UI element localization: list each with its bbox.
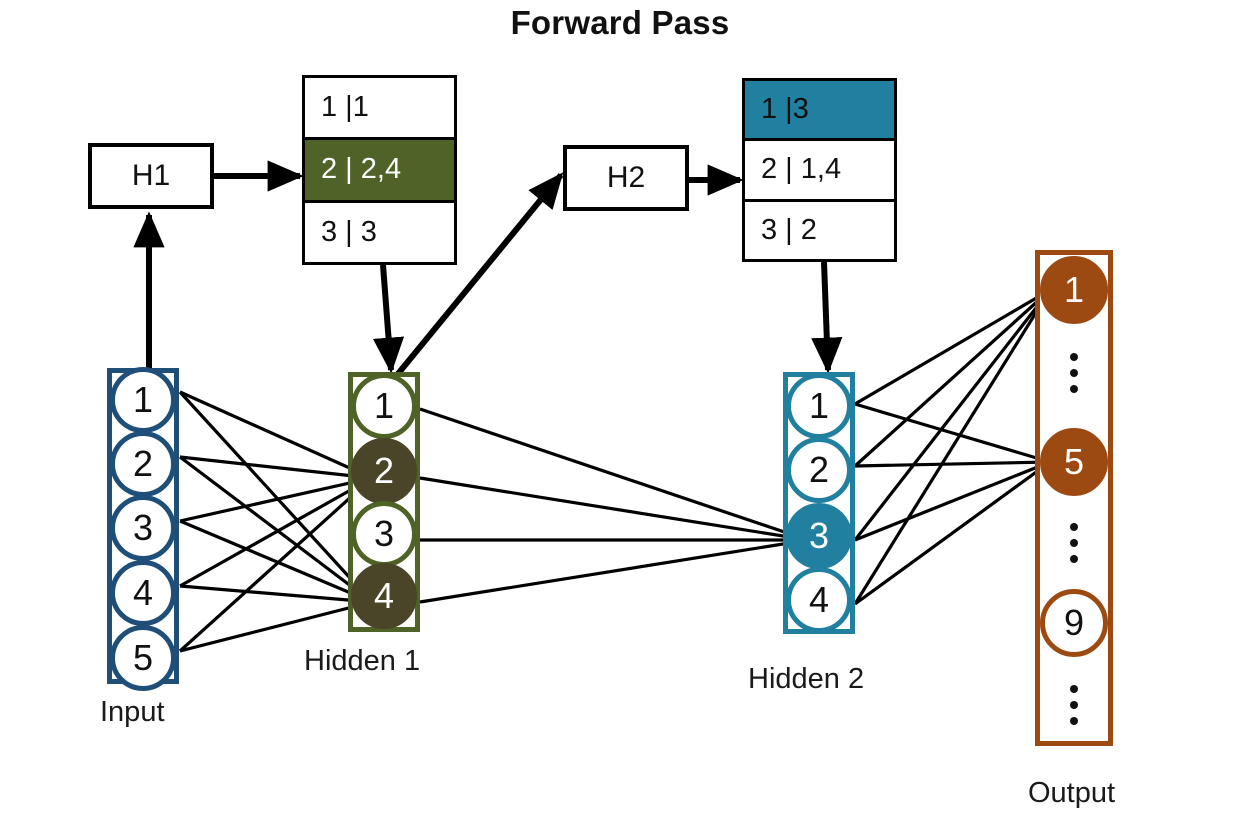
h2-table-row-text: 3 | 2 xyxy=(761,213,817,246)
h2-table-row[interactable]: 2 | 1,4 xyxy=(745,141,894,202)
output-ellipsis-icon xyxy=(1040,347,1108,399)
hidden2-node[interactable]: 2 xyxy=(786,437,852,503)
h1-table-row-text: 1 |1 xyxy=(321,91,369,124)
arrow-hidden1-to-h2 xyxy=(394,172,564,377)
arrow-h2table-to-hidden2 xyxy=(811,261,843,374)
h1-box-label: H1 xyxy=(131,159,171,192)
h1-table-row[interactable]: 3 | 3 xyxy=(305,202,454,262)
h2-table-row-text: 2 | 1,4 xyxy=(761,153,842,186)
hidden2-node-label: 2 xyxy=(808,449,830,490)
input-layer-column: 1 2 3 4 5 xyxy=(107,367,179,691)
hidden1-node-active[interactable]: 2 xyxy=(351,438,417,504)
edges-input-to-hidden1 xyxy=(178,390,374,653)
hidden1-layer-column: 1 2 3 4 xyxy=(348,372,420,632)
input-node[interactable]: 1 xyxy=(110,367,176,433)
hidden2-layer-column: 1 2 3 4 xyxy=(783,372,855,634)
hidden1-node[interactable]: 1 xyxy=(351,373,417,439)
hidden2-node-label: 4 xyxy=(808,579,830,620)
output-ellipsis-icon xyxy=(1040,517,1108,569)
input-node[interactable]: 4 xyxy=(110,560,176,626)
output-node-label: 5 xyxy=(1063,441,1085,482)
hidden2-node[interactable]: 4 xyxy=(786,567,852,633)
output-layer-label: Output xyxy=(1028,777,1116,809)
output-node-active[interactable]: 5 xyxy=(1040,428,1108,496)
output-node-active[interactable]: 1 xyxy=(1040,256,1108,324)
h2-table-row-text: 1 |3 xyxy=(761,93,809,126)
output-node-label: 9 xyxy=(1063,602,1085,643)
hidden1-node-label: 4 xyxy=(373,575,395,616)
h2-box[interactable]: H2 xyxy=(563,145,689,211)
hidden1-node-label: 2 xyxy=(373,450,395,491)
input-node-label: 1 xyxy=(132,379,154,420)
h2-table-row[interactable]: 3 | 2 xyxy=(745,201,894,259)
output-node[interactable]: 9 xyxy=(1040,589,1108,657)
hidden2-node-label: 3 xyxy=(808,515,830,556)
input-node[interactable]: 3 xyxy=(110,495,176,561)
arrow-h1table-to-hidden1 xyxy=(372,264,405,374)
hidden2-layer-label: Hidden 2 xyxy=(748,663,865,695)
h1-box[interactable]: H1 xyxy=(88,143,214,209)
h2-table-row[interactable]: 1 |3 xyxy=(745,81,894,142)
hidden1-layer-label: Hidden 1 xyxy=(304,645,421,677)
hidden1-node-label: 3 xyxy=(373,513,395,554)
h2-box-label: H2 xyxy=(606,161,646,194)
input-node-label: 5 xyxy=(132,637,154,678)
h1-table-row[interactable]: 2 | 2,4 xyxy=(305,140,454,203)
output-node-label: 1 xyxy=(1063,269,1085,310)
hidden1-node[interactable]: 3 xyxy=(351,501,417,567)
input-node-label: 2 xyxy=(132,443,154,484)
hidden1-node-label: 1 xyxy=(373,385,395,426)
hidden1-node-active[interactable]: 4 xyxy=(351,563,417,629)
hidden2-node[interactable]: 1 xyxy=(786,373,852,439)
input-node[interactable]: 5 xyxy=(110,625,176,691)
hidden2-node-label: 1 xyxy=(808,385,830,426)
edges-hidden1-to-hidden2 xyxy=(419,407,809,604)
h2-hash-table: 1 |3 2 | 1,4 3 | 2 xyxy=(742,78,897,262)
hidden2-node-active[interactable]: 3 xyxy=(786,503,852,569)
output-layer-column: 1 5 9 xyxy=(1035,250,1113,746)
input-node[interactable]: 2 xyxy=(110,431,176,497)
output-ellipsis-icon xyxy=(1040,679,1108,731)
input-layer-label: Input xyxy=(100,696,165,728)
h1-table-row[interactable]: 1 |1 xyxy=(305,78,454,141)
h1-table-row-text: 3 | 3 xyxy=(321,215,377,248)
page-title: Forward Pass xyxy=(510,4,730,41)
edges-hidden2-to-output xyxy=(853,288,1052,606)
h1-table-row-text: 2 | 2,4 xyxy=(321,153,402,186)
h1-hash-table: 1 |1 2 | 2,4 3 | 3 xyxy=(302,75,457,265)
input-node-label: 4 xyxy=(132,572,154,613)
input-node-label: 3 xyxy=(132,507,154,548)
